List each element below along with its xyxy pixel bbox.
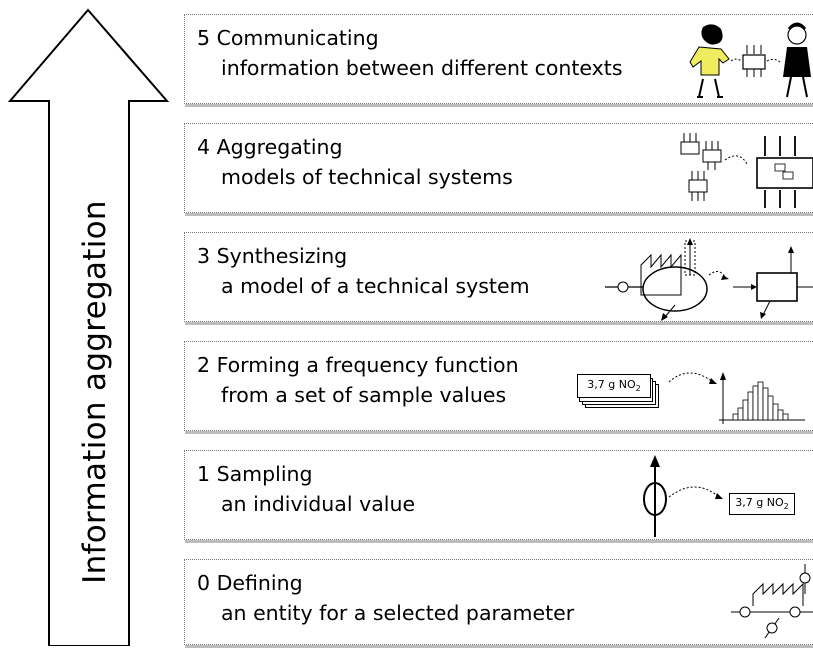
level-3-box: 3 Synthesizing a model of a technical sy…: [184, 232, 813, 322]
level-2-title: 2 Forming a frequency function: [197, 353, 519, 377]
measurement-probe-icon: [643, 455, 723, 537]
aggregated-models-icon: [680, 133, 813, 208]
level-2-subtitle: from a set of sample values: [221, 383, 507, 407]
people-exchange-icon: [689, 22, 811, 98]
level-5-title: 5 Communicating: [197, 26, 379, 50]
level-5-box: 5 Communicating information between diff…: [184, 14, 813, 104]
sample-value-card: 3,7 g NO2: [729, 493, 795, 515]
level-5-subtitle: information between different contexts: [221, 56, 623, 80]
level-4-title: 4 Aggregating: [197, 135, 343, 159]
level-1-subtitle: an individual value: [221, 492, 416, 516]
aggregation-arrow-icon: [7, 8, 170, 646]
sample-cards-stack: 3,7 g NO2: [577, 374, 663, 424]
frequency-histogram-icon: [668, 372, 805, 424]
level-0-subtitle: an entity for a selected parameter: [221, 601, 575, 625]
entity-definition-icon: [731, 564, 813, 639]
level-4-box: 4 Aggregating models of technical system…: [184, 123, 813, 213]
level-3-title: 3 Synthesizing: [197, 244, 348, 268]
level-0-box: 0 Defining an entity for a selected para…: [184, 559, 813, 645]
level-1-box: 1 Sampling an individual value 3,7 g NO2: [184, 450, 813, 540]
sample-value-card: 3,7 g NO2: [577, 374, 651, 398]
level-3-subtitle: a model of a technical system: [221, 274, 530, 298]
level-2-box: 2 Forming a frequency function from a se…: [184, 341, 813, 431]
level-1-title: 1 Sampling: [197, 462, 313, 486]
level-4-subtitle: models of technical systems: [221, 165, 513, 189]
axis-label: Information aggregation: [77, 200, 113, 584]
level-0-title: 0 Defining: [197, 571, 303, 595]
system-model-icon: [605, 238, 813, 321]
